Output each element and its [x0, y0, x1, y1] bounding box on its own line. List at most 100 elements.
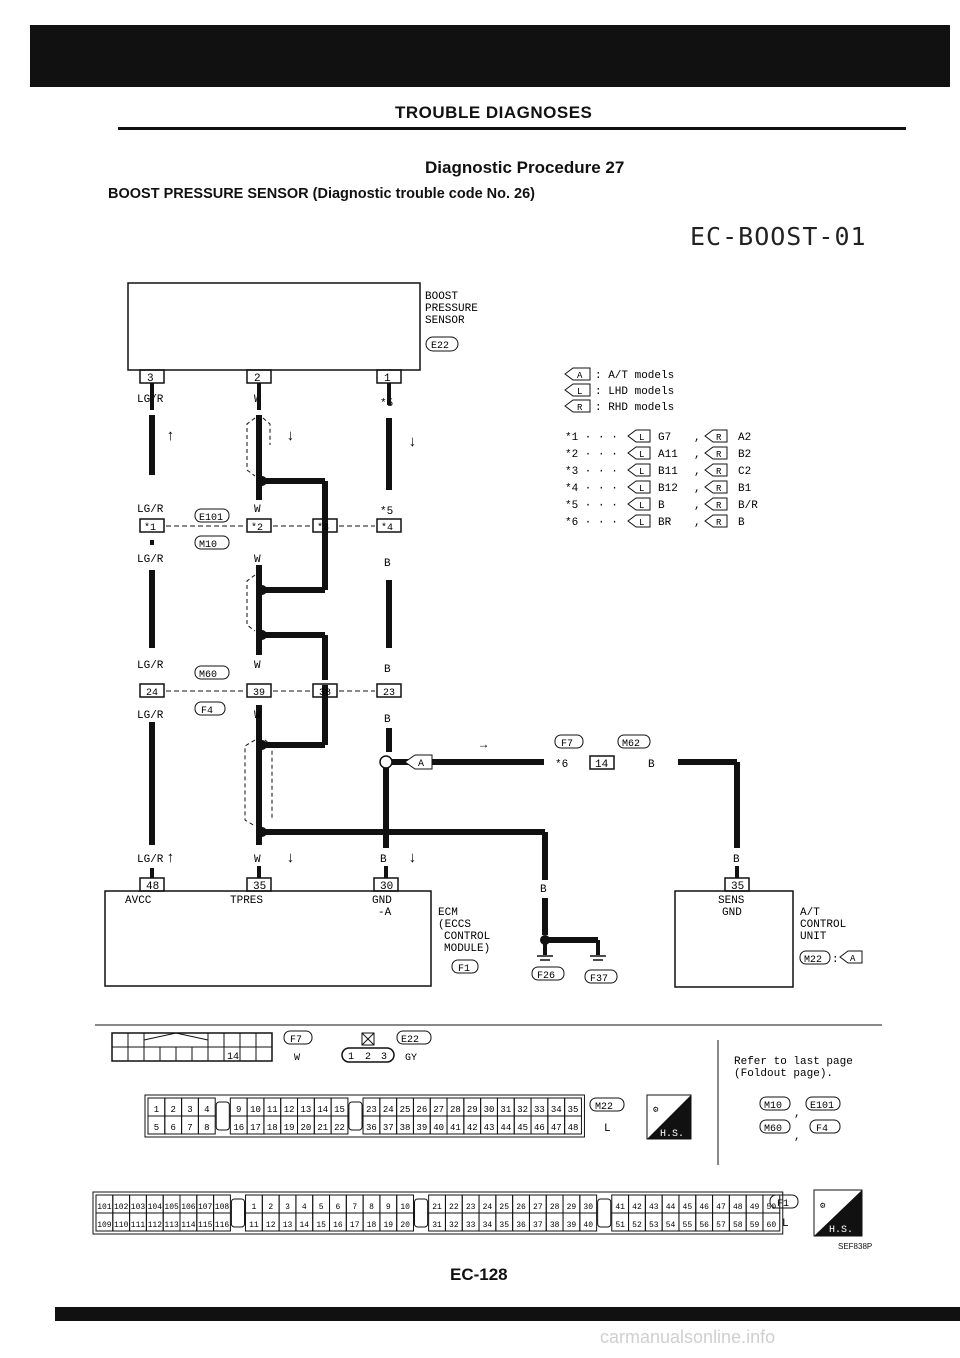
svg-text:UNIT: UNIT: [800, 931, 827, 943]
svg-text:F1: F1: [458, 964, 470, 975]
svg-text:*5 · · ·: *5 · · ·: [565, 500, 618, 512]
svg-text:R: R: [716, 518, 722, 528]
svg-text:↓: ↓: [408, 850, 417, 867]
svg-text:C2: C2: [738, 466, 751, 478]
svg-text:24: 24: [146, 688, 158, 699]
connector-pin-label: 29: [467, 1105, 478, 1115]
svg-text:3: 3: [147, 373, 154, 385]
connector-pin-label: 19: [284, 1123, 295, 1133]
connector-pin-label: 8: [369, 1203, 374, 1212]
svg-text:W: W: [254, 660, 261, 672]
svg-text:L: L: [604, 1123, 611, 1135]
connector-pin-label: 10: [250, 1105, 261, 1115]
svg-text:B: B: [658, 500, 665, 512]
svg-text:(Foldout page).: (Foldout page).: [734, 1068, 833, 1080]
svg-text:14: 14: [595, 759, 609, 771]
connector-pin-label: 40: [433, 1123, 444, 1133]
connector-pin-label: 33: [466, 1221, 476, 1230]
svg-text:35: 35: [253, 881, 266, 893]
connector-pin-label: 8: [204, 1123, 209, 1133]
connector-latch: [215, 1101, 230, 1131]
connector-pin-label: 31: [500, 1105, 511, 1115]
connector-pin-label: 11: [267, 1105, 278, 1115]
svg-text:M22: M22: [595, 1102, 613, 1113]
svg-text:E101: E101: [199, 513, 223, 524]
connector-pin-label: 115: [198, 1221, 213, 1230]
sensor-name-1: BOOST: [425, 291, 458, 303]
connector-pin-label: 10: [400, 1203, 410, 1212]
connector-pin-label: 55: [683, 1221, 693, 1230]
connector-pin-label: 23: [466, 1203, 476, 1212]
svg-text:(ECCS: (ECCS: [438, 919, 471, 931]
connector-pin-label: 106: [181, 1203, 196, 1212]
connector-pin-label: 116: [215, 1221, 230, 1230]
connector-pin-label: 56: [699, 1221, 709, 1230]
connector-pin-label: 54: [666, 1221, 676, 1230]
svg-text:*6 · · ·: *6 · · ·: [565, 517, 618, 529]
svg-text:B: B: [384, 558, 391, 570]
f7-connector-view: 14 F7 W: [111, 1030, 313, 1064]
connector-pin-label: 16: [333, 1221, 343, 1230]
connector-frame: [92, 1191, 784, 1235]
connector-pin-label: 7: [187, 1123, 192, 1133]
connector-pin-label: 43: [649, 1203, 659, 1212]
svg-text:W: W: [294, 1053, 300, 1064]
svg-text:1: 1: [384, 373, 391, 385]
svg-text:2: 2: [254, 373, 261, 385]
svg-text:F4: F4: [201, 706, 213, 717]
svg-text:B: B: [738, 517, 745, 529]
connector-pin-label: 23: [366, 1105, 377, 1115]
svg-text:L: L: [639, 518, 644, 528]
svg-text:1: 1: [348, 1052, 354, 1063]
connector-pin-label: 35: [499, 1221, 509, 1230]
connector-pin-label: 9: [236, 1105, 241, 1115]
connector-pin-label: 113: [164, 1221, 179, 1230]
svg-text:M60: M60: [764, 1124, 782, 1135]
svg-text:38: 38: [319, 688, 331, 699]
connector-pin-label: 12: [284, 1105, 295, 1115]
svg-text:E101: E101: [810, 1101, 834, 1112]
connector-cell: [213, 1212, 231, 1232]
svg-text:,: ,: [694, 500, 701, 512]
connector-pin-label: 20: [400, 1221, 410, 1230]
connector-pin-label: 46: [534, 1123, 545, 1133]
connector-pin-label: 12: [266, 1221, 276, 1230]
connector-pin-label: 42: [632, 1203, 642, 1212]
connector-pin-label: 17: [250, 1123, 261, 1133]
connector-pin-label: 30: [583, 1203, 593, 1212]
connector-pin-label: 47: [716, 1203, 726, 1212]
svg-text:,: ,: [694, 517, 701, 529]
svg-text:R: R: [716, 467, 722, 477]
svg-text:B2: B2: [738, 449, 751, 461]
connector-pin-label: 111: [131, 1221, 146, 1230]
svg-text:B12: B12: [658, 483, 678, 495]
connector-pin-label: 44: [500, 1123, 511, 1133]
svg-text:M62: M62: [622, 739, 640, 750]
svg-text:L: L: [639, 433, 644, 443]
connector-pin-label: 27: [533, 1203, 543, 1212]
connector-pin-label: 13: [283, 1221, 293, 1230]
sensor-name-3: SENSOR: [425, 315, 465, 327]
svg-text:*3 · · ·: *3 · · ·: [565, 466, 618, 478]
connector-pin-label: 45: [683, 1203, 693, 1212]
connector-pin-label: 37: [383, 1123, 394, 1133]
svg-text:A2: A2: [738, 432, 751, 444]
connector-pin-label: 19: [384, 1221, 394, 1230]
connector-pin-label: 26: [516, 1203, 526, 1212]
svg-text:GY: GY: [405, 1053, 417, 1064]
connector-pin-label: 48: [733, 1203, 743, 1212]
page-title: TROUBLE DIAGNOSES: [395, 103, 593, 122]
connector-pin-label: 3: [187, 1105, 192, 1115]
svg-text:14: 14: [227, 1052, 239, 1063]
svg-text:R: R: [716, 501, 722, 511]
m22-hs-icon-glyph: ⚙: [652, 1105, 659, 1115]
svg-text:F1: F1: [777, 1199, 789, 1210]
svg-text:R: R: [716, 450, 722, 460]
connector-pin-label: 58: [733, 1221, 743, 1230]
connector-pin-label: 34: [551, 1105, 562, 1115]
svg-text:: A/T models: : A/T models: [595, 370, 674, 382]
connector-pin-label: 14: [300, 1221, 310, 1230]
legend-notes: *1 · · · L G7 , R A2 *2 · · · L A11 , R …: [565, 429, 758, 529]
connector-latch: [230, 1198, 246, 1228]
